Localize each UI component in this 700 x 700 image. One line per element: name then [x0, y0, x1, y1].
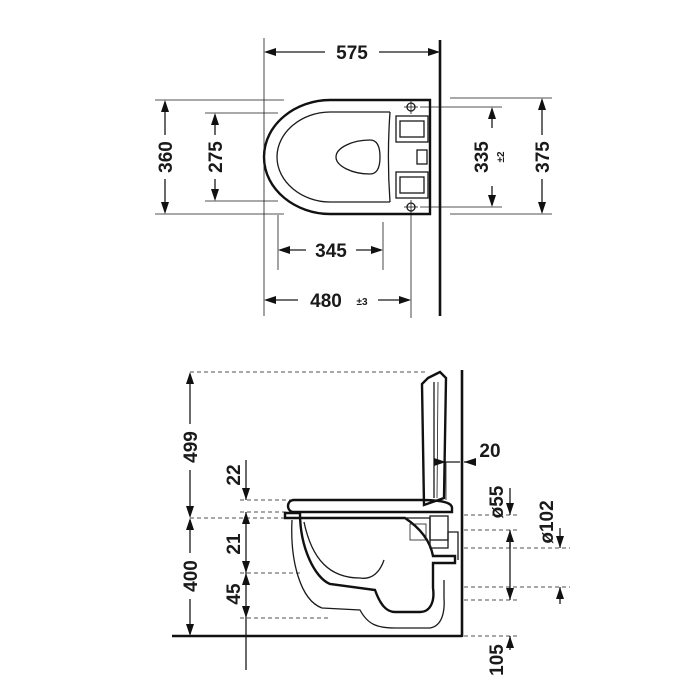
bowl-trap [291, 519, 445, 629]
dim-360: 360 [156, 141, 177, 173]
dim-499: 499 [181, 431, 202, 463]
dim-21: 21 [224, 533, 245, 555]
fixing-bottom [395, 171, 429, 199]
dim-375: 375 [533, 141, 554, 173]
side-view: 499 400 22 21 45 20 ø55 [172, 370, 570, 676]
tol-480: ±3 [356, 297, 367, 308]
fixing-top [395, 115, 429, 143]
dim-400: 400 [181, 560, 202, 592]
inlet-plan [416, 149, 428, 165]
bowl-body-side [283, 511, 457, 614]
dim-20: 20 [479, 441, 500, 462]
tol-335: ±2 [496, 151, 507, 162]
dim-275: 275 [206, 141, 227, 173]
top-view: 575 360 275 335 ±2 375 345 [153, 38, 554, 318]
dim-o102: ø102 [537, 500, 558, 543]
dim-o55: ø55 [487, 485, 508, 518]
dim-575: 575 [336, 43, 368, 64]
dim-45: 45 [224, 583, 245, 605]
inlet-connector [429, 515, 449, 541]
dim-480: 480 [310, 291, 342, 312]
bowl-inner-curve [303, 521, 385, 579]
seat-lid [420, 370, 448, 507]
fixing-top-inner [399, 120, 425, 138]
bowl-inner-plan [276, 111, 390, 203]
dim-22: 22 [224, 464, 245, 485]
dim-345: 345 [315, 241, 347, 262]
dim-335: 335 [472, 141, 493, 173]
fixing-bottom-inner [399, 176, 425, 194]
seat-ring [286, 498, 454, 514]
dim-105: 105 [487, 644, 508, 676]
drain-plan [335, 139, 381, 175]
bowl-outline-plan [262, 98, 432, 216]
bowl-rim-plan [387, 111, 391, 203]
